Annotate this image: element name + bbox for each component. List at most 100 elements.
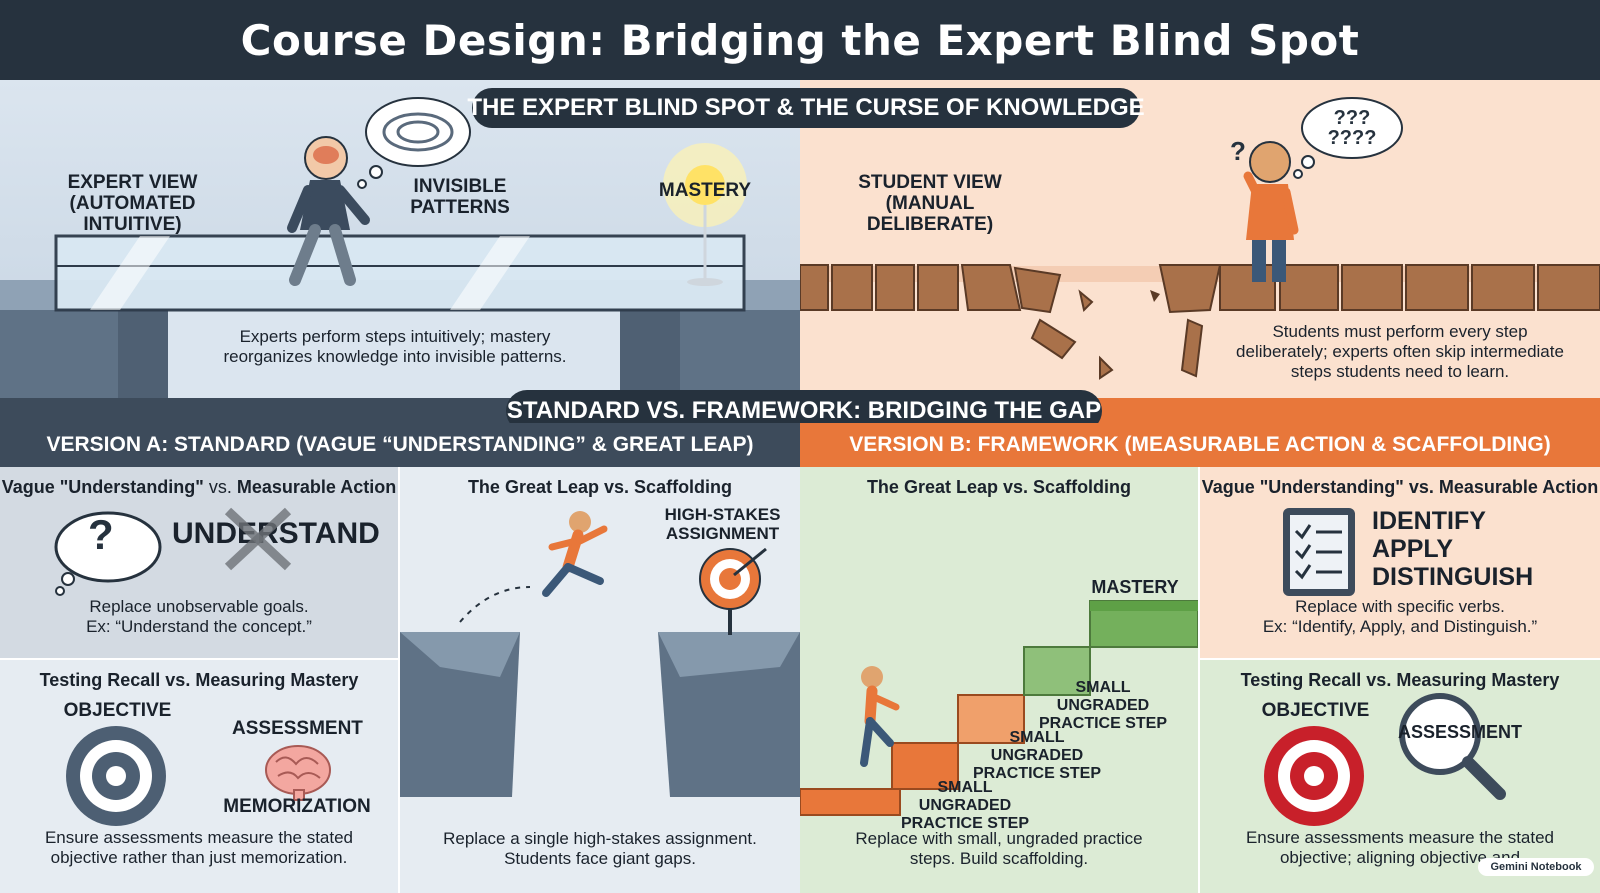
- action-verbs: IDENTIFY APPLY DISTINGUISH: [1372, 507, 1533, 591]
- patterns-line1: INVISIBLE: [413, 176, 507, 197]
- vs-text: vs.: [1408, 477, 1434, 497]
- assessment-label: ASSESSMENT: [1398, 722, 1523, 742]
- page-title: Course Design: Bridging the Expert Blind…: [240, 15, 1360, 65]
- cell-title: Testing Recall vs. Measuring Mastery: [1200, 670, 1600, 691]
- student-thought-marks: ??? ????: [1327, 107, 1377, 149]
- top-section-header: THE EXPERT BLIND SPOT & THE CURSE OF KNO…: [467, 88, 1145, 128]
- cell-title-a: The Great Leap: [866, 477, 998, 497]
- student-label-line1: STUDENT VIEW: [858, 172, 1002, 193]
- target-line1: HIGH-STAKES: [664, 505, 781, 524]
- expert-label-line1: EXPERT VIEW: [67, 172, 198, 193]
- caption-line2: Ex: “Understand the concept.”: [86, 617, 312, 636]
- broken-bridge-illustration: [800, 97, 1600, 380]
- student-view-label: STUDENT VIEW (MANUAL DELIBERATE): [825, 172, 1035, 235]
- expert-caption-line2: reorganizes knowledge into invisible pat…: [223, 347, 567, 366]
- vs-text: vs.: [1003, 477, 1029, 497]
- target-line2: ASSIGNMENT: [665, 524, 780, 543]
- cell-title-a: Testing Recall: [39, 670, 161, 690]
- red-target-icon: [1264, 726, 1364, 826]
- step-label-1: SMALL UNGRADED PRACTICE STEP: [890, 779, 1040, 833]
- divider: [1200, 658, 1600, 660]
- cell-testing-recall-b: Testing Recall vs. Measuring Mastery OBJ…: [1200, 660, 1600, 893]
- question-cloud-icon: [54, 511, 162, 596]
- expert-view-panel: EXPERT VIEW (AUTOMATED INTUITIVE) INVISI…: [0, 80, 800, 398]
- cell-title-a: Testing Recall: [1240, 670, 1362, 690]
- cell-caption: Ensure assessments measure the stated ob…: [0, 828, 398, 868]
- cell-title-b: Scaffolding: [1033, 477, 1132, 497]
- divider: [0, 658, 398, 660]
- verb-identify: IDENTIFY: [1372, 507, 1486, 535]
- cell-title: Vague "Understanding" vs. Measurable Act…: [0, 477, 398, 498]
- caption-line2: steps. Build scaffolding.: [909, 849, 1089, 868]
- vs-text: vs.: [604, 477, 630, 497]
- step1-line1: SMALL UNGRADED: [918, 779, 1012, 814]
- caption-line2: objective; aligning objective and: [1279, 848, 1521, 867]
- caption-line2: Students face giant gaps.: [504, 849, 696, 868]
- caption-line1: Replace with small, ungraded practice: [855, 829, 1143, 848]
- caption-line2: Ex: “Identify, Apply, and Distinguish.”: [1262, 617, 1538, 636]
- caption-line1: Replace with specific verbs.: [1295, 597, 1505, 616]
- step-label-3: SMALL UNGRADED PRACTICE STEP: [1028, 679, 1178, 733]
- vs-text: vs.: [1366, 670, 1392, 690]
- cell-title-b: Measuring Mastery: [1396, 670, 1560, 690]
- objective-label: OBJECTIVE: [1261, 700, 1370, 721]
- student-question-mark: ?: [1230, 136, 1246, 166]
- vs-text: vs.: [208, 477, 232, 497]
- watermark: Gemini Notebook: [1478, 858, 1594, 876]
- cell-caption: Replace with small, ungraded practice st…: [800, 829, 1198, 869]
- student-caption: Students must perform every step deliber…: [1220, 322, 1580, 382]
- step2-line1: SMALL UNGRADED: [990, 729, 1084, 764]
- expert-bridge-illustration: [0, 97, 800, 398]
- cell-title: The Great Leap vs. Scaffolding: [800, 477, 1198, 498]
- cross-out-icon: [224, 507, 292, 571]
- cell-vague-understanding: Vague "Understanding" vs. Measurable Act…: [0, 467, 398, 658]
- title-bar: Course Design: Bridging the Expert Blind…: [0, 0, 1600, 80]
- mastery-label: MASTERY: [658, 180, 752, 201]
- divider: [398, 467, 400, 893]
- high-stakes-label: HIGH-STAKES ASSIGNMENT: [655, 505, 790, 543]
- cell-title-a: The Great Leap: [467, 477, 599, 497]
- cell-caption: Replace a single high-stakes assignment.…: [400, 829, 800, 869]
- cell-caption: Replace unobservable goals. Ex: “Underst…: [0, 597, 398, 637]
- memorization-label: MEMORIZATION: [223, 796, 371, 817]
- checklist-icon: [1283, 508, 1355, 596]
- cell-great-leap: The Great Leap vs. Scaffolding HIGH-STAK…: [400, 467, 800, 893]
- student-view-panel: STUDENT VIEW (MANUAL DELIBERATE) ? ??? ?…: [800, 80, 1600, 398]
- student-caption-line3: steps students need to learn.: [1290, 362, 1510, 381]
- cell-title-b: Measurable Action: [236, 477, 397, 497]
- expert-caption-line1: Experts perform steps intuitively; maste…: [239, 327, 551, 346]
- cell-title: Testing Recall vs. Measuring Mastery: [0, 670, 398, 691]
- cell-caption: Ensure assessments measure the stated ob…: [1200, 828, 1600, 868]
- caption-line1: Ensure assessments measure the stated: [1245, 828, 1555, 847]
- divider: [1198, 467, 1200, 893]
- cell-title: Vague "Understanding" vs. Measurable Act…: [1200, 477, 1600, 498]
- expert-view-label: EXPERT VIEW (AUTOMATED INTUITIVE): [30, 172, 235, 235]
- cell-measurable-action: Vague "Understanding" vs. Measurable Act…: [1200, 467, 1600, 658]
- cell-scaffolding: The Great Leap vs. Scaffolding MASTERY S…: [800, 467, 1198, 893]
- staircase-illustration: [800, 600, 1198, 816]
- cell-title-a: Vague "Understanding": [1, 477, 204, 497]
- version-b-header: VERSION B: FRAMEWORK (MEASURABLE ACTION …: [800, 423, 1600, 467]
- mastery-label: MASTERY: [1091, 577, 1179, 597]
- student-caption-line1: Students must perform every step: [1272, 322, 1528, 341]
- step2-line2: PRACTICE STEP: [972, 765, 1101, 782]
- caption-line1: Ensure assessments measure the stated: [44, 828, 354, 847]
- magnifier-icon: [1399, 693, 1506, 800]
- step-label-2: SMALL UNGRADED PRACTICE STEP: [962, 729, 1112, 783]
- cell-title-b: Scaffolding: [634, 477, 733, 497]
- step1-line2: PRACTICE STEP: [900, 815, 1029, 832]
- step3-line2: PRACTICE STEP: [1038, 715, 1167, 732]
- cell-title: The Great Leap vs. Scaffolding: [400, 477, 800, 498]
- expert-label-line2: (AUTOMATED INTUITIVE): [69, 193, 196, 235]
- question-mark: ?: [88, 511, 114, 558]
- cell-testing-recall-a: Testing Recall vs. Measuring Mastery OBJ…: [0, 660, 398, 893]
- objective-label: OBJECTIVE: [63, 700, 172, 721]
- brain-icon: [265, 745, 331, 801]
- student-label-line2: (MANUAL DELIBERATE): [866, 193, 994, 235]
- verb-apply: APPLY: [1372, 535, 1454, 563]
- caption-line1: Replace unobservable goals.: [89, 597, 309, 616]
- caption-line2: objective rather than just memorization.: [50, 848, 348, 867]
- invisible-patterns-label: INVISIBLE PATTERNS: [395, 176, 525, 218]
- target-icon: [66, 726, 166, 826]
- student-caption-line2: deliberately; experts often skip interme…: [1236, 342, 1564, 361]
